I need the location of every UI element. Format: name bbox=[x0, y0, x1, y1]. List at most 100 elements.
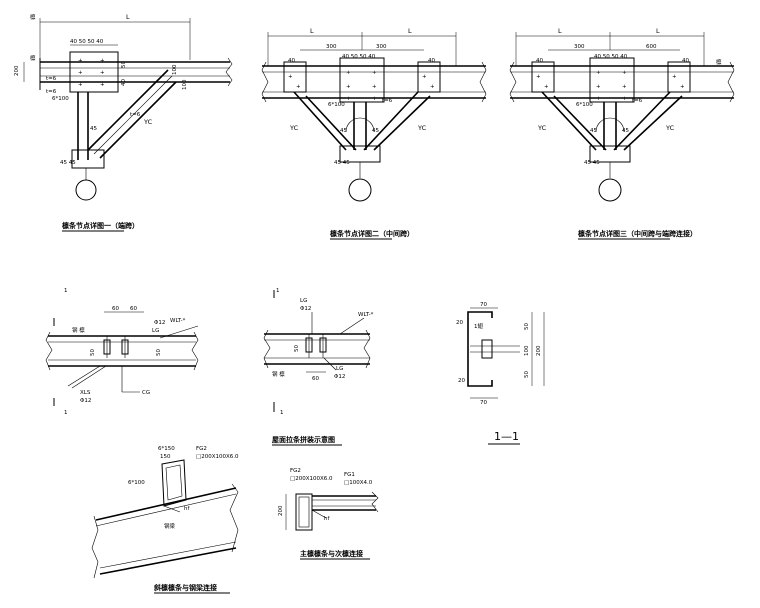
label-weld: 6*100 bbox=[576, 102, 593, 108]
section-bottom: 1 bbox=[64, 410, 68, 416]
label-cg: CG bbox=[142, 390, 150, 396]
dim-70a: 70 bbox=[480, 302, 487, 308]
dim-L: L bbox=[126, 13, 130, 21]
svg-text:+: + bbox=[78, 58, 83, 64]
label-yc-left: YC bbox=[289, 124, 299, 132]
label-wlt: WLT-* bbox=[170, 318, 186, 324]
section-bottom: 1 bbox=[280, 410, 284, 416]
label-yc-left: YC bbox=[537, 124, 547, 132]
dim-300b: 300 bbox=[376, 44, 387, 50]
dim-50: 50 bbox=[294, 345, 300, 352]
label-weld: 6*100 bbox=[52, 96, 69, 102]
dim-200: 200 bbox=[536, 345, 542, 356]
label-d12b: Φ12 bbox=[80, 398, 91, 404]
svg-text:+: + bbox=[622, 96, 627, 102]
svg-text:+: + bbox=[78, 82, 83, 88]
svg-text:+: + bbox=[100, 70, 105, 76]
dim-50b: 50 bbox=[524, 371, 530, 378]
label-fg1: FG1 bbox=[344, 472, 355, 478]
svg-text:+: + bbox=[422, 74, 427, 80]
section-caption: 1—1 bbox=[494, 430, 519, 443]
label-45x: 45 45 bbox=[334, 160, 350, 166]
dim-top: 40 50 50 40 bbox=[70, 39, 104, 45]
svg-text:+: + bbox=[430, 84, 435, 90]
purlin-beam-connection: 6*150 150 FG2 □200X100X6.0 6*100 hf 钢梁 斜… bbox=[91, 446, 239, 594]
node-detail-3: L L 300 600 40 50 50 40 40 40 檩 ++ ++ ++… bbox=[509, 27, 735, 240]
label-45x: 45 45 bbox=[584, 160, 600, 166]
label-fg2: FG2 bbox=[196, 446, 207, 452]
label-t6b: t=6 bbox=[46, 89, 57, 95]
label-xls: XLS bbox=[80, 390, 91, 396]
svg-text:+: + bbox=[596, 96, 601, 102]
dim-600: 600 bbox=[646, 44, 657, 50]
dim-200: 200 bbox=[278, 505, 284, 516]
svg-text:+: + bbox=[622, 84, 627, 90]
dim-L-left: L bbox=[558, 27, 562, 35]
dim-40b: 40 bbox=[428, 58, 435, 64]
node1-title: 檩条节点详图一（端跨） bbox=[62, 221, 139, 230]
svg-text:+: + bbox=[296, 84, 301, 90]
node2-title: 檩条节点详图二（中间跨） bbox=[330, 229, 414, 238]
dim-60a: 60 bbox=[112, 306, 119, 312]
dim-mid: 40 50 50 40 bbox=[594, 54, 628, 60]
svg-text:+: + bbox=[346, 70, 351, 76]
label-45b: 45 bbox=[622, 128, 629, 134]
dim-60: 60 bbox=[312, 376, 319, 382]
label-d12: Φ12 bbox=[300, 306, 311, 312]
label-b: 20 bbox=[458, 378, 465, 384]
svg-text:+: + bbox=[680, 84, 685, 90]
dim-100b: 100 bbox=[182, 79, 188, 90]
dim-50: 50 bbox=[90, 349, 96, 356]
svg-text:+: + bbox=[596, 84, 601, 90]
section-top: 1 bbox=[64, 288, 68, 294]
node-detail-1: L 檩 40 50 50 40 檩 200 ++ ++ ++ t=6 t=6 6… bbox=[14, 13, 233, 232]
label-t6: t=6 bbox=[632, 98, 643, 104]
label-weld: 6*100 bbox=[328, 102, 345, 108]
tie-rod-detail-2: 1 1 LG Φ12 WLT-* 50 钢 檩 LG Φ12 60 屋面拉条拼装… bbox=[263, 288, 374, 446]
tie2-title: 屋面拉条拼装示意图 bbox=[272, 435, 335, 444]
dim-40a: 40 bbox=[536, 58, 543, 64]
axis-bubble bbox=[598, 178, 622, 202]
dim-50a: 50 bbox=[524, 323, 530, 330]
label-yc: YC bbox=[143, 118, 153, 126]
dim-60b: 60 bbox=[130, 306, 137, 312]
dim-70b: 70 bbox=[480, 400, 487, 406]
dim-300: 300 bbox=[574, 44, 585, 50]
label-hf: hf bbox=[184, 506, 190, 512]
label-lg: LG bbox=[152, 328, 159, 334]
label-fg2: FG2 bbox=[290, 468, 301, 474]
tie-rod-detail-1: 1 1 60 60 Φ12 LG WLT-* 钢 檩 50 50 XLS Φ12… bbox=[45, 288, 199, 416]
label-yc-right: YC bbox=[417, 124, 427, 132]
dim-300a: 300 bbox=[326, 44, 337, 50]
label-lg: LG bbox=[300, 298, 307, 304]
label-side: 檩 bbox=[716, 58, 722, 66]
svg-text:+: + bbox=[622, 70, 627, 76]
dim-height: 200 bbox=[14, 65, 20, 76]
main-sub-title: 主檩檩条与次檩连接 bbox=[300, 549, 363, 558]
svg-text:+: + bbox=[372, 84, 377, 90]
label-spec: □200X100X6.0 bbox=[196, 454, 239, 460]
axis-bubble bbox=[348, 178, 372, 202]
svg-text:+: + bbox=[536, 74, 541, 80]
axis-bubble bbox=[75, 179, 97, 201]
dim-mid: 40 50 50 40 bbox=[342, 54, 376, 60]
svg-text:+: + bbox=[78, 70, 83, 76]
label-lg2: LG bbox=[336, 366, 343, 372]
section-1-1: 70 20 1翅 20 70 50 100 50 200 1—1 bbox=[456, 302, 545, 445]
label-weld-top: 6*150 bbox=[158, 446, 175, 452]
label-t6a: t=6 bbox=[46, 76, 57, 82]
svg-text:+: + bbox=[288, 74, 293, 80]
label-top: 檩 bbox=[30, 13, 36, 21]
label-weld: 6*100 bbox=[128, 480, 145, 486]
label-steel: 钢 檩 bbox=[72, 326, 85, 334]
label-a: 20 bbox=[456, 320, 463, 326]
dim-40: 40 bbox=[121, 79, 127, 86]
label-beam: 钢梁 bbox=[164, 522, 176, 530]
label-steel: 钢 檩 bbox=[272, 370, 285, 378]
dim-L-right: L bbox=[656, 27, 660, 35]
section-top: 1 bbox=[276, 288, 280, 294]
svg-text:+: + bbox=[596, 70, 601, 76]
label-45a: 45 bbox=[590, 128, 597, 134]
